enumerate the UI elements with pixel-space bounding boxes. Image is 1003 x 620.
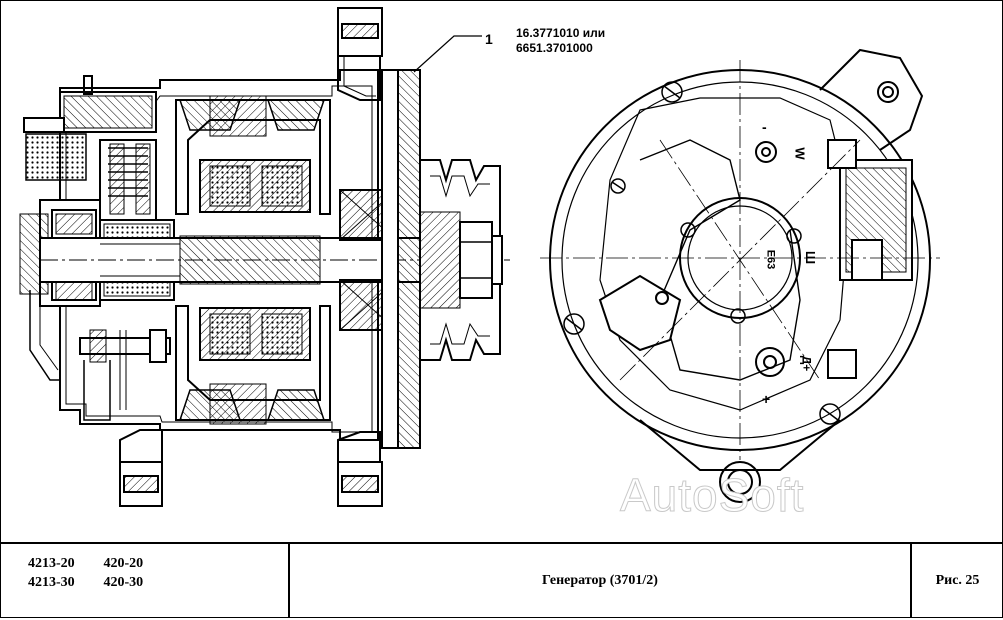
terminal-label-w: W bbox=[792, 147, 808, 160]
callout-number: 1 bbox=[485, 31, 493, 47]
model-row: 4213-20 420-20 bbox=[28, 554, 288, 573]
rear-view bbox=[540, 48, 940, 503]
drawing-title: Генератор (3701/2) bbox=[290, 544, 912, 618]
top-mounting-lug bbox=[337, 7, 383, 101]
terminal-label-d-plus: Д+ bbox=[799, 355, 814, 372]
terminal-label-sh: Ш bbox=[803, 250, 819, 265]
model-code: 4213-30 bbox=[28, 575, 75, 590]
model-row: 4213-30 420-30 bbox=[28, 573, 288, 592]
part-number-primary: 16.3771010 или bbox=[516, 26, 606, 40]
bottom-mounting-lug bbox=[119, 429, 383, 507]
screw-icon bbox=[563, 81, 841, 425]
model-list: 4213-20 420-20 4213-30 420-30 bbox=[0, 544, 290, 618]
model-code: 4213-20 bbox=[28, 556, 75, 571]
marking-label: Е63 bbox=[764, 249, 777, 270]
sectional-view bbox=[19, 7, 510, 507]
figure-number: Рис. 25 bbox=[935, 573, 980, 588]
title-block: 4213-20 420-20 4213-30 420-30 Генератор … bbox=[0, 542, 1003, 620]
technical-drawing bbox=[19, 7, 940, 507]
watermark: AutoSoft bbox=[619, 469, 805, 522]
terminal-label-plus: + bbox=[762, 391, 771, 407]
model-code: 420-30 bbox=[103, 575, 144, 590]
part-number-alternate: 6651.3701000 bbox=[516, 41, 593, 55]
part-number-callout: 16.3771010 или 6651.3701000 bbox=[516, 26, 605, 56]
terminal-label-minus: - bbox=[762, 119, 767, 135]
model-code: 420-20 bbox=[103, 556, 144, 571]
